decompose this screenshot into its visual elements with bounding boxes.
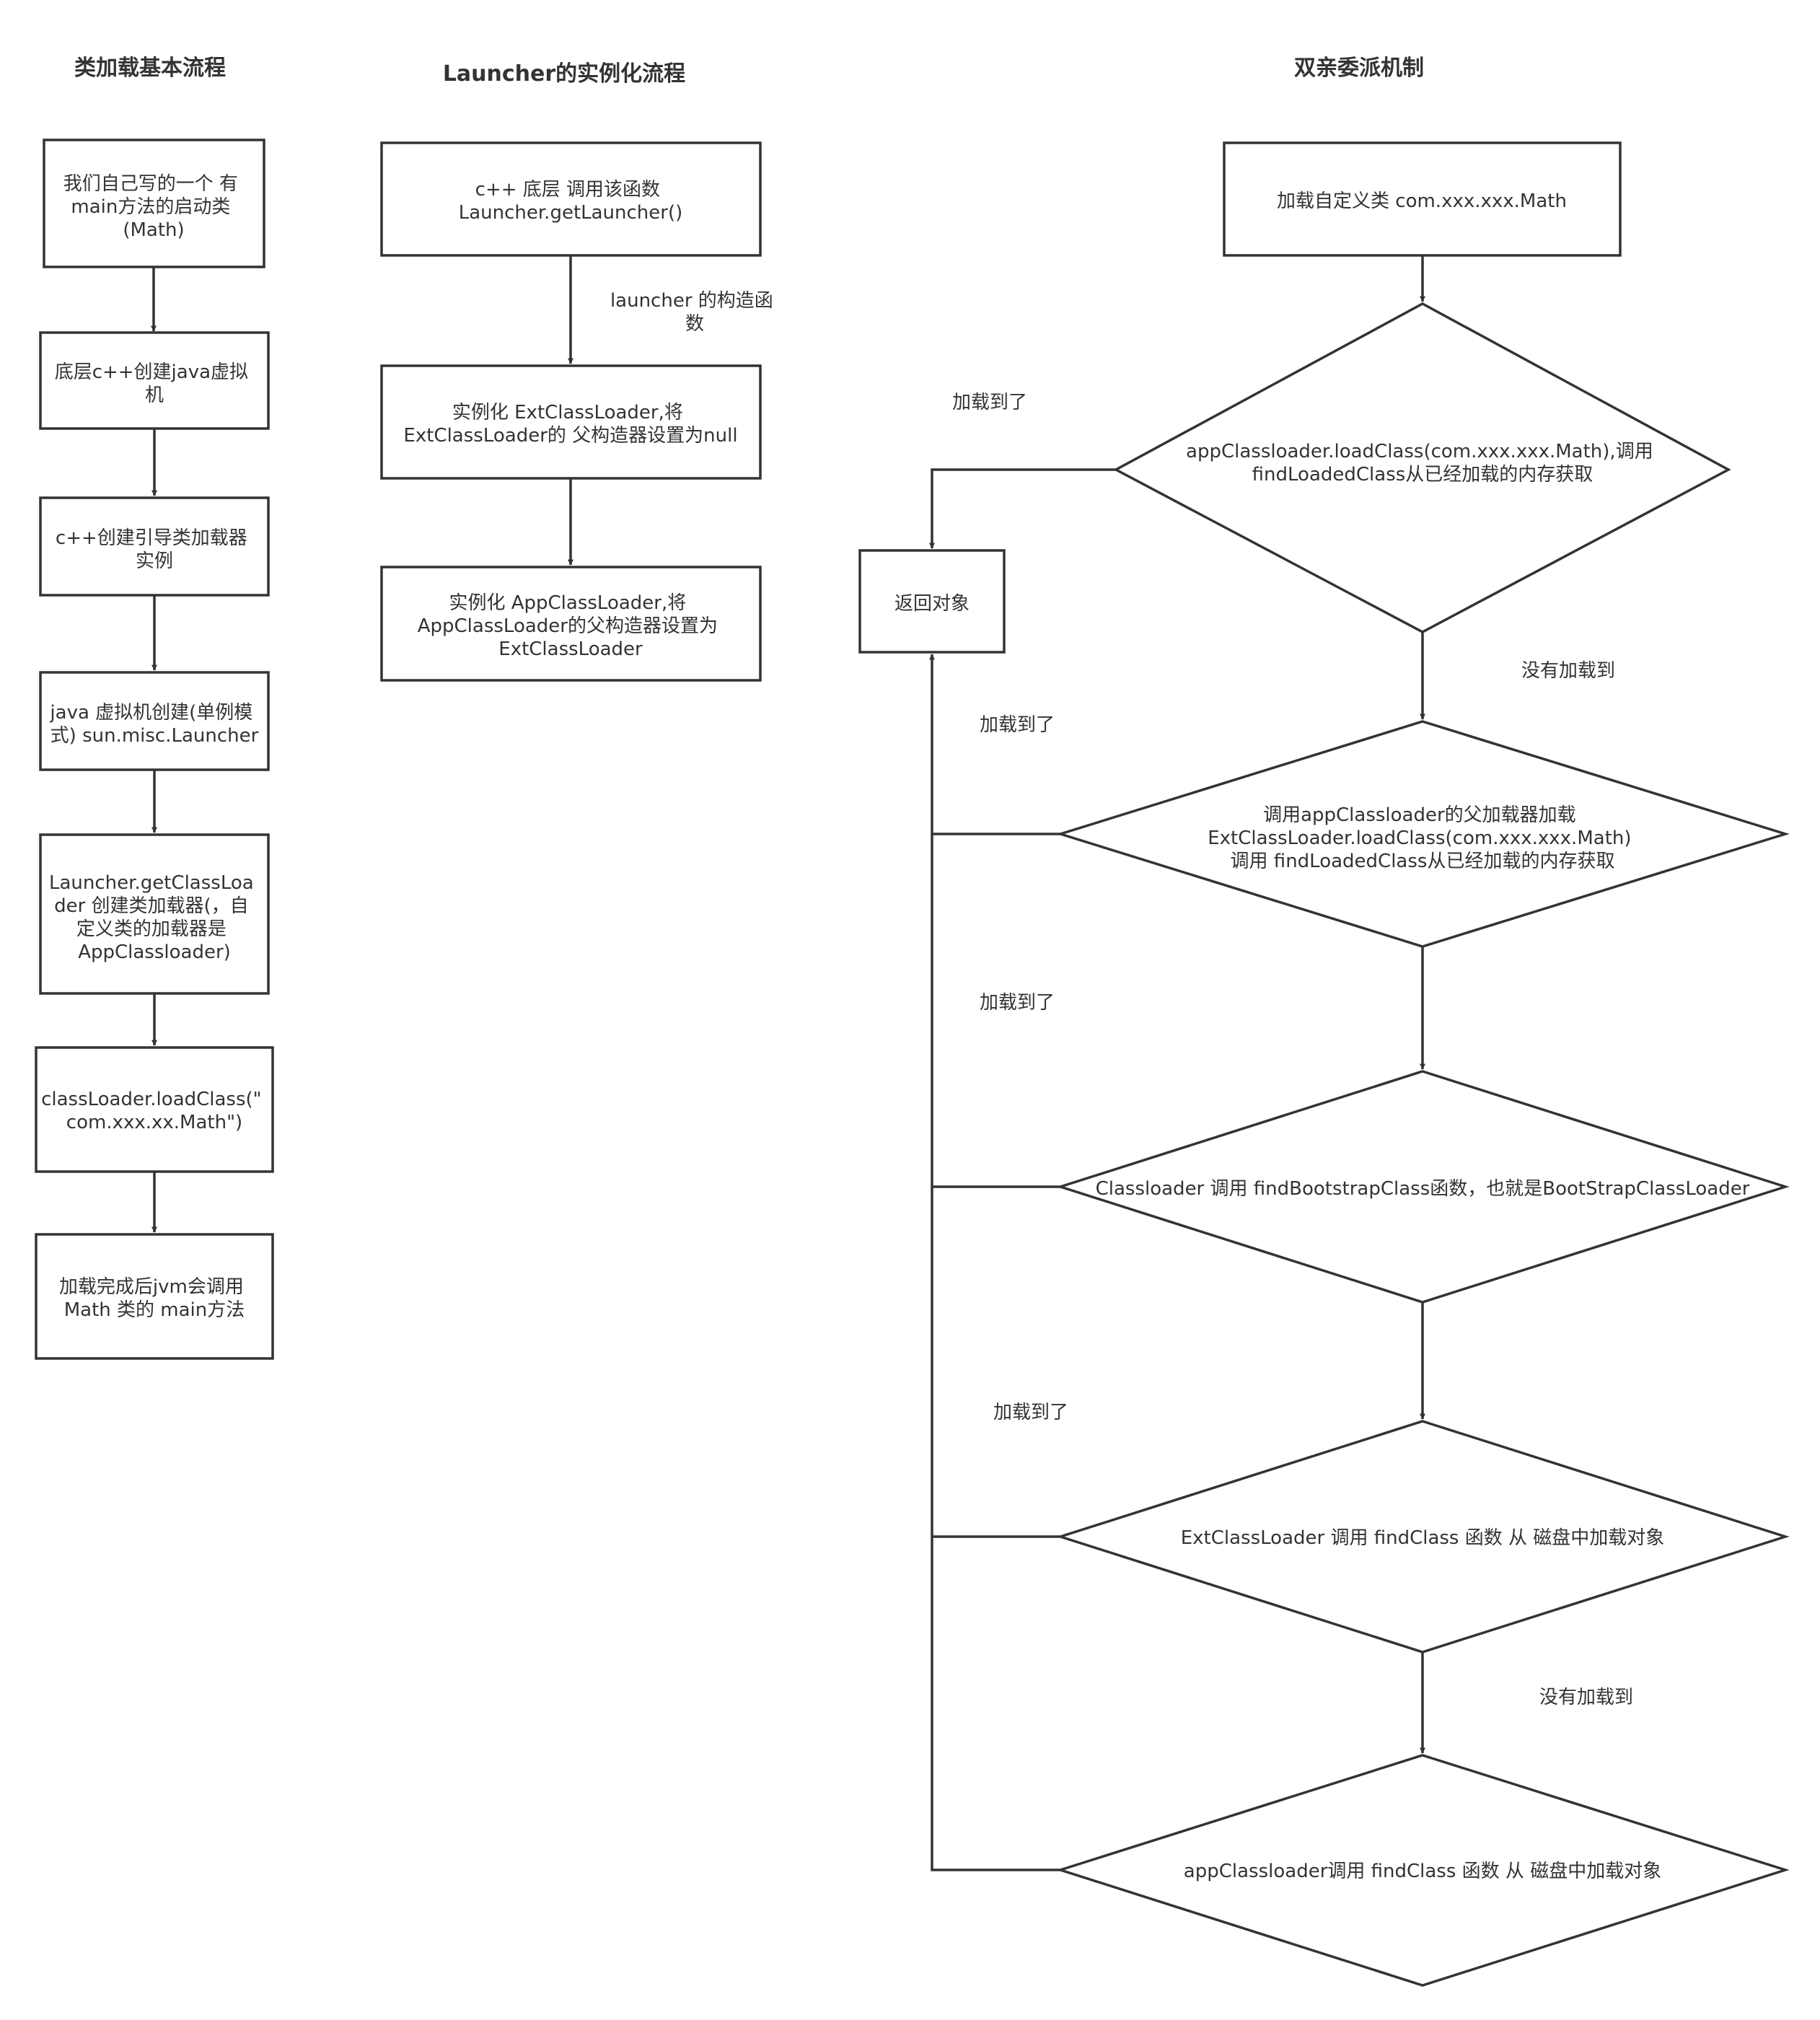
node-text-line: 式) sun.misc.Launcher xyxy=(50,725,259,747)
node-text-line: ExtClassLoader 调用 findClass 函数 从 磁盘中加载对象 xyxy=(1181,1527,1665,1549)
svg-text:我们自己写的一个 有 main方法的启动类: 我们自己写的一个 有 main方法的启动类 (Math) xyxy=(63,173,245,241)
svg-text:classLoader.loadClass(": classLoader.loadClass(" com.xxx.xx.Math"… xyxy=(41,1089,268,1133)
node-text-line: 调用 findLoadedClass从已经加载的内存获取 xyxy=(1231,851,1615,872)
node-text-line: (Math) xyxy=(123,219,184,241)
col1-node-create-jvm: 底层c++创建java虚拟 机 xyxy=(39,331,270,430)
edge-label-found: 加载到了 xyxy=(952,392,1027,413)
title-class-loading-flow: 类加载基本流程 xyxy=(74,56,226,81)
node-text-line: c++ 底层 调用该函数 xyxy=(475,179,660,201)
col2-node-ext-classloader: 实例化 ExtClassLoader,将 ExtClassLoader的 父构造… xyxy=(380,364,762,480)
node-text-line: Classloader 调用 findBootstrapClass函数，也就是B… xyxy=(1096,1178,1750,1200)
node-text-line: 返回对象 xyxy=(894,593,970,615)
col2-node-app-classloader: 实例化 AppClassLoader,将 AppClassLoader的父构造器… xyxy=(380,566,762,682)
node-text-line: Math 类的 main方法 xyxy=(64,1299,245,1321)
col1-node-get-classloader: Launcher.getClassLoa der 创建类加载器(，自 定义类的加… xyxy=(39,833,270,995)
node-text-line: 底层c++创建java虚拟 xyxy=(55,361,248,383)
col3-decision-bootstrap: Classloader 调用 findBootstrapClass函数，也就是B… xyxy=(1056,1070,1790,1304)
edge-arrow-return-bus xyxy=(929,654,1060,1871)
edge-arrow xyxy=(929,468,1116,549)
svg-text:java 虚拟机创建(单例模 式) sun.mi: java 虚拟机创建(单例模 式) sun.misc.Launcher xyxy=(49,702,258,747)
node-text-line: 实例化 AppClassLoader,将 xyxy=(449,592,686,614)
node-text-line: 我们自己写的一个 有 xyxy=(63,173,238,195)
edge-label-not-found: 没有加载到 xyxy=(1539,1687,1633,1708)
node-text-line: appClassloader.loadClass(com.xxx.xxx.Mat… xyxy=(1186,441,1653,462)
svg-text:c++ 底层 调用该函数 Launcher.ge: c++ 底层 调用该函数 Launcher.getLauncher() xyxy=(459,179,683,224)
edge-label-not-found: 没有加载到 xyxy=(1521,660,1615,682)
node-text-line: ExtClassLoader的 父构造器设置为null xyxy=(403,425,737,447)
node-text-line: ExtClassLoader xyxy=(498,638,643,660)
node-text-line: com.xxx.xx.Math") xyxy=(66,1112,242,1133)
node-text-line: main方法的启动类 xyxy=(71,196,230,218)
edge-label-launcher-constructor: launcher 的构造函 数 xyxy=(610,290,779,335)
col1-node-launcher-singleton: java 虚拟机创建(单例模 式) sun.misc.Launcher xyxy=(39,671,270,771)
node-text-line: ExtClassLoader.loadClass(com.xxx.xxx.Mat… xyxy=(1208,827,1631,849)
node-text-line: 定义类的加载器是 xyxy=(76,918,227,940)
node-text-line: appClassloader调用 findClass 函数 从 磁盘中加载对象 xyxy=(1184,1861,1661,1882)
col3-decision-ext-find-class: ExtClassLoader 调用 findClass 函数 从 磁盘中加载对象 xyxy=(1056,1420,1790,1654)
col1-node-start-class: 我们自己写的一个 有 main方法的启动类 (Math) xyxy=(43,139,265,268)
svg-text:Launcher.getClassLoa der: Launcher.getClassLoa der 创建类加载器(，自 定义类的加… xyxy=(49,872,260,963)
title-parent-delegation: 双亲委派机制 xyxy=(1294,56,1424,81)
col3-decision-ext-find-loaded: 调用appClassloader的父加载器加载 ExtClassLoader.l… xyxy=(1056,720,1790,948)
edge-label-found: 加载到了 xyxy=(980,714,1055,736)
node-text-line: 加载完成后jvm会调用 xyxy=(59,1276,244,1298)
col3-node-load-custom-class: 加载自定义类 com.xxx.xxx.Math xyxy=(1223,141,1622,257)
col3-decision-app-find-loaded: appClassloader.loadClass(com.xxx.xxx.Mat… xyxy=(1113,302,1731,633)
node-text-line: 加载自定义类 com.xxx.xxx.Math xyxy=(1277,190,1567,212)
col1-node-bootstrap-loader: c++创建引导类加载器 实例 xyxy=(39,496,270,597)
col1-node-load-class: classLoader.loadClass(" com.xxx.xx.Math"… xyxy=(35,1046,274,1173)
edge-label-found: 加载到了 xyxy=(993,1402,1068,1423)
node-text-line: c++创建引导类加载器 xyxy=(56,527,247,549)
node-text-line: 调用appClassloader的父加载器加载 xyxy=(1263,804,1576,826)
col3-node-return-object: 返回对象 xyxy=(858,549,1006,654)
col3-decision-app-find-class: appClassloader调用 findClass 函数 从 磁盘中加载对象 xyxy=(1056,1754,1790,1987)
svg-text:实例化 ExtClassLoader,将 Ext: 实例化 ExtClassLoader,将 ExtClassLoader的 父构造… xyxy=(403,402,737,447)
node-text-line: classLoader.loadClass(" xyxy=(41,1089,262,1110)
node-text-line: AppClassloader) xyxy=(78,941,231,963)
col2-node-get-launcher: c++ 底层 调用该函数 Launcher.getLauncher() xyxy=(380,141,762,257)
node-text-line: Launcher.getClassLoa xyxy=(49,872,254,894)
node-text-line: 机 xyxy=(145,385,164,406)
node-text-line: 实例化 ExtClassLoader,将 xyxy=(452,402,683,423)
node-text-line: AppClassLoader的父构造器设置为 xyxy=(418,615,718,637)
node-text-line: 实例 xyxy=(136,550,173,572)
edge-label-found: 加载到了 xyxy=(980,992,1055,1014)
node-text-line: java 虚拟机创建(单例模 xyxy=(49,702,252,724)
col1-node-invoke-main: 加载完成后jvm会调用 Math 类的 main方法 xyxy=(35,1233,274,1360)
node-text-line: der 创建类加载器(，自 xyxy=(54,895,249,917)
svg-text:appClassloader.loadClass(com.x: appClassloader.loadClass(com.xxx.xxx.Mat… xyxy=(1186,441,1659,486)
title-launcher-init-flow: Launcher的实例化流程 xyxy=(443,61,685,87)
svg-text:加载完成后jvm会调用 Math 类的 main: 加载完成后jvm会调用 Math 类的 main方法 xyxy=(59,1276,250,1321)
svg-text:调用appClassloader的父加载器加载: 调用appClassloader的父加载器加载 ExtClassLoader.l… xyxy=(1208,804,1637,872)
svg-text:实例化 AppClassLoader,将 App: 实例化 AppClassLoader,将 AppClassLoader的父构造器… xyxy=(418,592,724,660)
svg-text:c++创建引导类加载器 实例: c++创建引导类加载器 实例 xyxy=(56,527,253,572)
node-text-line: findLoadedClass从已经加载的内存获取 xyxy=(1252,464,1593,486)
node-text-line: Launcher.getLauncher() xyxy=(459,202,683,224)
svg-text:底层c++创建java虚拟 机: 底层c++创建java虚拟 机 xyxy=(55,361,255,406)
